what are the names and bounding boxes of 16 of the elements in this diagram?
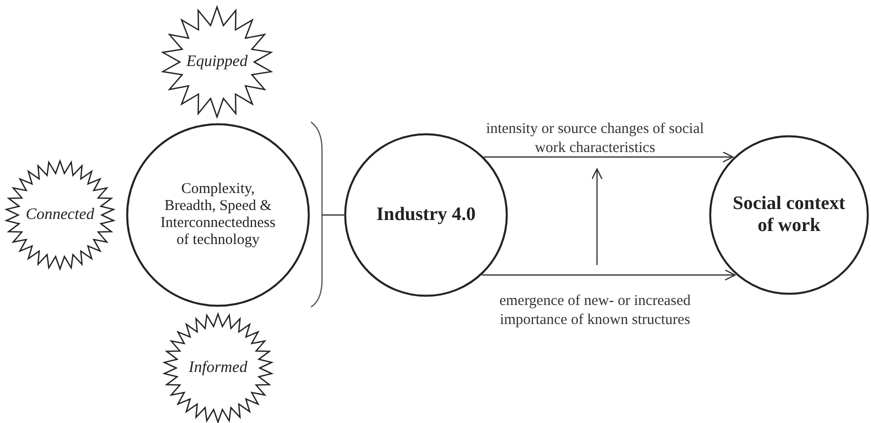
node-label: Informed bbox=[188, 359, 248, 377]
circle-node bbox=[709, 135, 869, 295]
circle-node bbox=[126, 123, 310, 307]
node-label: Equipped bbox=[186, 53, 248, 71]
arrow bbox=[482, 269, 736, 281]
edge-label: emergence of new- or increased importance of known structures bbox=[498, 292, 692, 330]
node-label: Social context of work bbox=[732, 193, 846, 237]
starburst-shape bbox=[161, 6, 273, 118]
node-label: Complexity, Breadth, Speed & Interconnectedness of technology bbox=[160, 181, 276, 249]
starburst-shape bbox=[5, 160, 115, 270]
node-label: Industry 4.0 bbox=[376, 204, 476, 226]
arrow bbox=[484, 151, 734, 163]
edge-label: intensity or source changes of social work characteristics bbox=[485, 120, 705, 158]
node-label: Connected bbox=[26, 206, 94, 224]
connector-line bbox=[322, 214, 344, 216]
starburst-shape bbox=[163, 313, 273, 423]
